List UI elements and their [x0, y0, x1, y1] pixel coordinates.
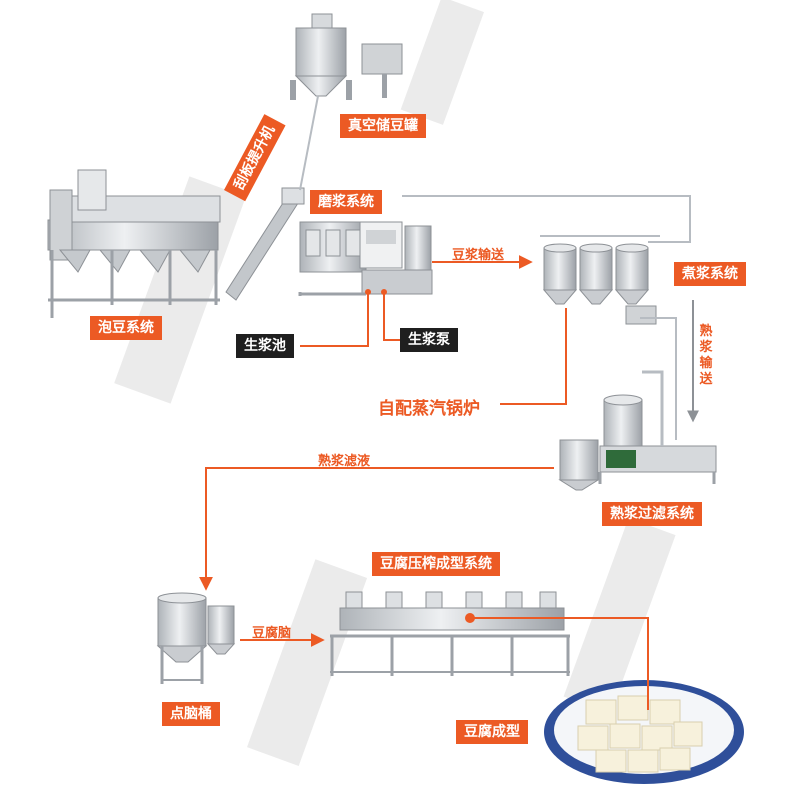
label-boiling-system: 煮浆系统: [674, 262, 746, 286]
boiling-system-machine: [540, 235, 660, 325]
flow-arrows: [199, 255, 699, 710]
label-cooked-filtrate: 熟浆滤液: [318, 454, 371, 469]
label-press-system: 豆腐压榨成型系统: [372, 552, 500, 576]
label-soaking-system: 泡豆系统: [90, 316, 162, 340]
brain-tub-machine: [156, 592, 236, 684]
label-tofu-brain: 豆腐脑: [252, 626, 292, 641]
label-raw-pulp-pump: 生浆泵: [400, 328, 458, 352]
grinding-system-machine: [298, 221, 433, 296]
tofu-plate-image: [544, 680, 744, 784]
label-grinding-system: 磨浆系统: [310, 190, 382, 214]
label-cooked-pulp-transport: 熟浆输送: [699, 324, 713, 387]
filter-system-machine: [558, 370, 717, 491]
press-system-machine: [330, 591, 570, 676]
label-tofu-formed: 豆腐成型: [456, 720, 528, 744]
label-brain-tub: 点脑桶: [162, 702, 220, 726]
scraper-elevator-machine: [225, 187, 305, 301]
soaking-system-machine: [47, 169, 221, 318]
label-steam-boiler: 自配蒸汽锅炉: [378, 399, 480, 419]
label-cooked-filter-system: 熟浆过滤系统: [602, 502, 702, 526]
label-vacuum-tank: 真空储豆罐: [340, 114, 426, 138]
label-soy-milk-transport: 豆浆输送: [452, 248, 505, 263]
process-pipes: [299, 95, 691, 440]
vacuum-tank-machine: [290, 13, 403, 100]
label-raw-pulp-pool: 生浆池: [236, 334, 294, 358]
